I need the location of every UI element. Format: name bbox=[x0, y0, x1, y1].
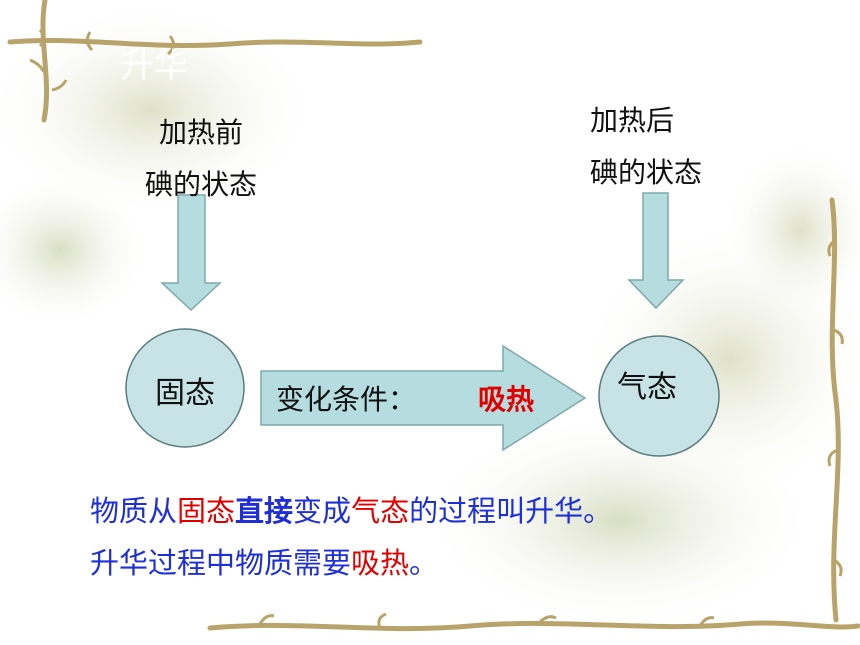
definition-directly: 直接 bbox=[235, 494, 294, 528]
definition-line: 物质从固态直接变成气态的过程叫升华。 bbox=[90, 488, 612, 530]
right-arrow bbox=[260, 344, 587, 452]
circle-solid bbox=[125, 328, 245, 448]
condition-value: 吸热 bbox=[478, 383, 535, 416]
absorb-part-1: 升华过程中物质需要 bbox=[90, 546, 352, 580]
absorb-heat: 吸热 bbox=[351, 546, 410, 580]
condition-label: 变化条件： bbox=[276, 383, 417, 416]
after-heating-line2: 碘的状态 bbox=[590, 156, 703, 189]
flower-blur-right-top bbox=[720, 140, 860, 320]
before-heating-line1: 加热前 bbox=[158, 116, 243, 149]
gas-state-label: 气态 bbox=[617, 370, 677, 405]
definition-solid: 固态 bbox=[177, 494, 236, 528]
vine-top bbox=[7, 37, 423, 49]
flower-blur-top-left bbox=[0, 0, 320, 220]
absorb-heat-line: 升华过程中物质需要吸热。 bbox=[90, 540, 438, 582]
vine-left bbox=[40, 0, 50, 123]
down-arrow-left bbox=[160, 194, 222, 312]
vine-right-tendrils bbox=[827, 238, 844, 577]
down-arrow-right bbox=[627, 192, 685, 310]
flower-blur-left bbox=[0, 170, 150, 330]
vine-bottom-tendrils bbox=[258, 612, 715, 629]
definition-part-1: 物质从 bbox=[90, 494, 178, 528]
after-heating-label: 加热后 碘的状态 bbox=[590, 95, 750, 199]
vine-left-tendrils bbox=[29, 58, 68, 92]
before-heating-label: 加热前 碘的状态 bbox=[130, 107, 272, 211]
after-heating-line1: 加热后 bbox=[590, 104, 675, 137]
before-heating-line2: 碘的状态 bbox=[144, 168, 257, 201]
definition-part-4: 变成 bbox=[293, 494, 352, 528]
vine-right bbox=[829, 197, 841, 623]
definition-part-6: 的过程叫升华。 bbox=[409, 494, 613, 528]
slide-title: 升华 bbox=[120, 46, 188, 82]
flower-blur-bottom bbox=[420, 410, 820, 630]
vine-bottom bbox=[207, 620, 860, 632]
absorb-part-3: 。 bbox=[409, 546, 439, 580]
circle-gas bbox=[598, 335, 720, 457]
definition-gas: 气态 bbox=[351, 494, 410, 528]
solid-state-label: 固态 bbox=[155, 376, 215, 411]
